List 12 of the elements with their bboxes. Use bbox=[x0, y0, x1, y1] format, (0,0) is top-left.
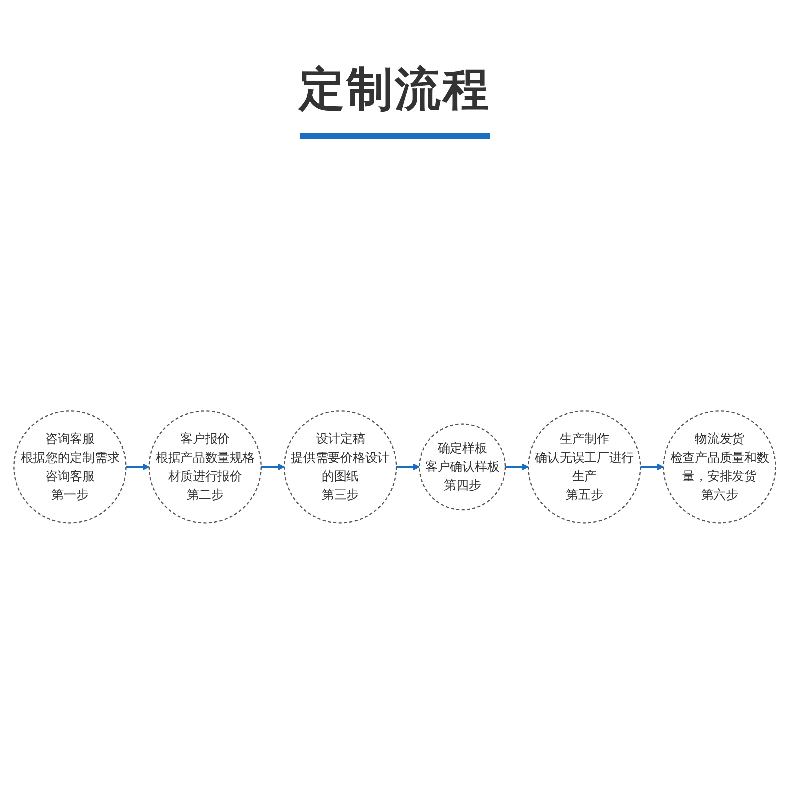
arrow bbox=[261, 464, 285, 470]
arrow bbox=[396, 464, 420, 470]
diagram-title: 定制流程 bbox=[299, 62, 491, 118]
arrow bbox=[505, 464, 529, 470]
node-circle: 确定样板 客户确认样板 第四步 bbox=[419, 424, 506, 511]
node-circle: 设计定稿 提供需要价格设计的图纸 第三步 bbox=[284, 410, 398, 524]
node-circle: 生产制作 确认无误工厂进行生产 第五步 bbox=[528, 410, 642, 524]
arrow bbox=[126, 464, 150, 470]
node-circle: 客户报价 根据产品数量规格材质进行报价 第二步 bbox=[148, 410, 262, 524]
node-circle: 物流发货 检查产品质量和数量，安排发货 第六步 bbox=[663, 410, 776, 524]
arrow bbox=[640, 464, 664, 470]
node-circle: 咨询客服 根据您的定制需求咨询客服 第一步 bbox=[14, 410, 127, 524]
